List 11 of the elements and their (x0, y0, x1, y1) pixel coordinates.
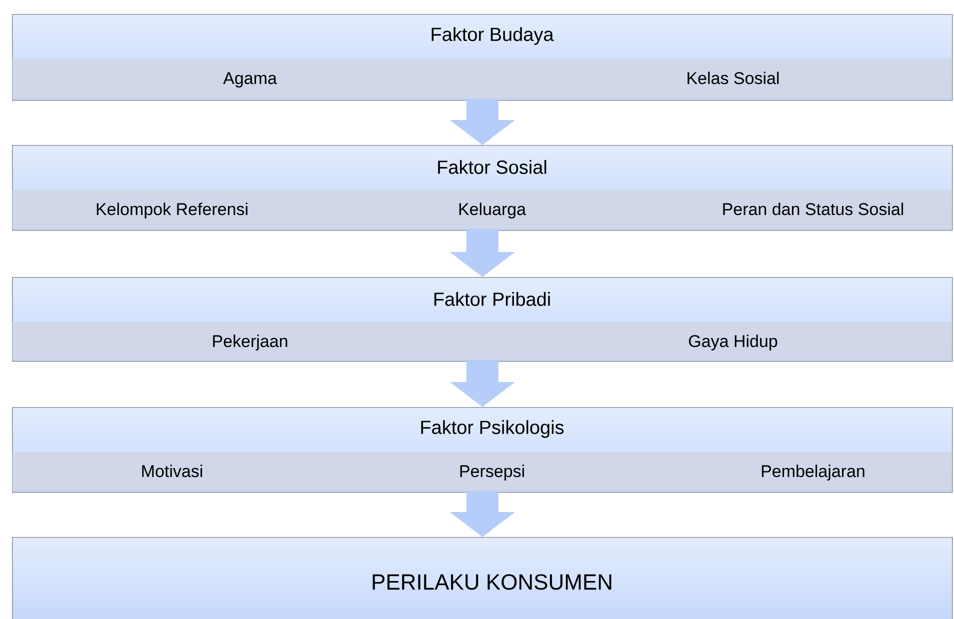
sub-factor-label: Persepsi (460, 464, 524, 481)
sub-factor-label: Motivasi (142, 464, 202, 478)
sub-factor-label: Kelas Sosial (688, 72, 779, 84)
factor-band: PERILAKU KONSUMEN (12, 537, 953, 619)
sub-factor-label: Gaya Hidup (688, 334, 778, 351)
sub-factor-label: Kelompok Referensi (96, 202, 248, 219)
sub-factor-label: Peran dan Status Sosial (723, 202, 904, 216)
sub-factor-label: Agama (223, 72, 277, 88)
sub-factor-label: Keluarga (459, 202, 526, 219)
sub-factor-label: Pembelajaran (762, 464, 864, 481)
sub-factor-label: Pekerjaan (213, 334, 288, 351)
